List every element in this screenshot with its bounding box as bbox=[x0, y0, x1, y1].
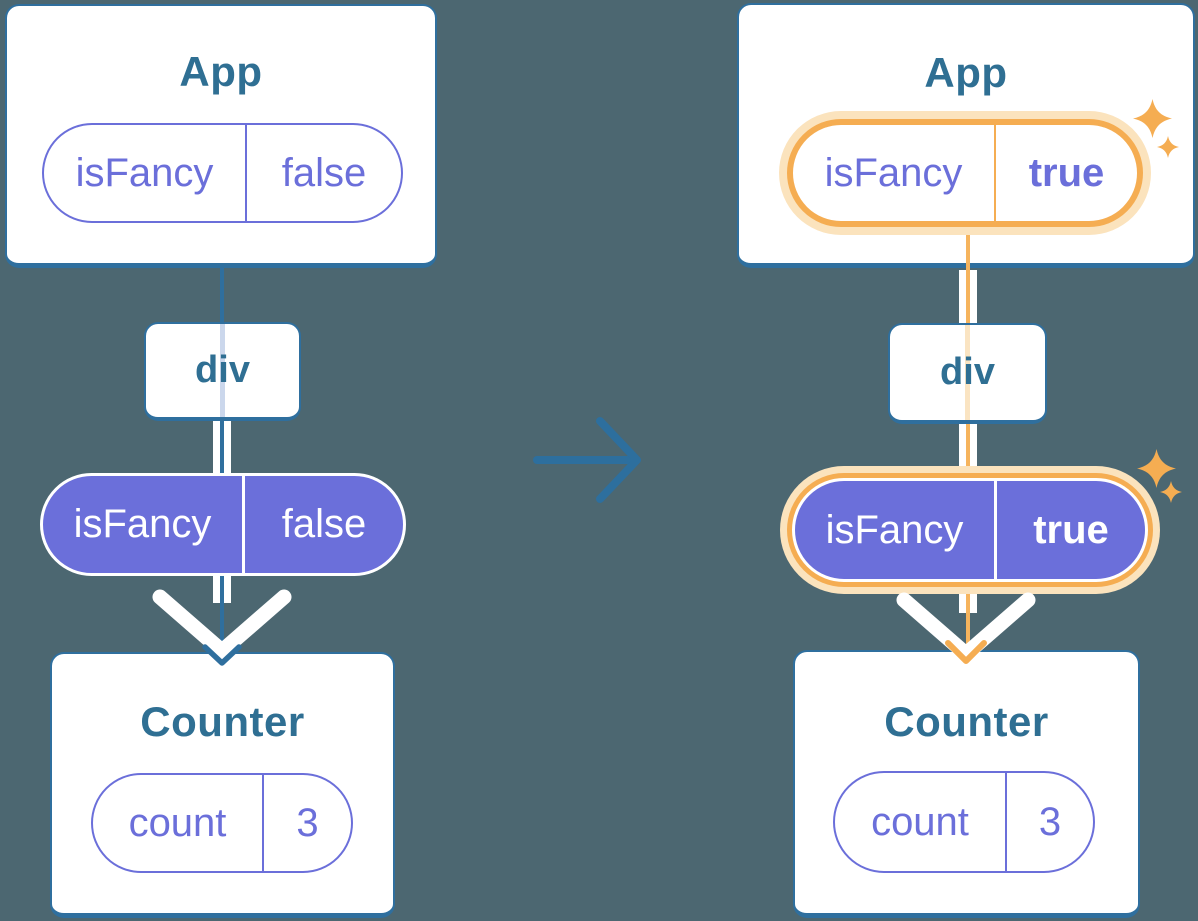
after-counter-state-pill: count 3 bbox=[833, 771, 1095, 873]
before-app-div-line bbox=[220, 266, 224, 323]
state-name: isFancy bbox=[793, 125, 996, 221]
before-app-state-pill: isFancy false bbox=[42, 123, 403, 223]
props-flow-line bbox=[970, 585, 977, 613]
before-div-box: div bbox=[144, 322, 301, 421]
before-prop-pill: isFancy false bbox=[40, 473, 406, 576]
after-app-title: App bbox=[924, 49, 1008, 96]
prop-name: isFancy bbox=[43, 476, 245, 573]
after-app-state-pill-highlighted: isFancy true bbox=[787, 119, 1143, 227]
after-counter-title: Counter bbox=[884, 698, 1049, 745]
prop-value: false bbox=[281, 502, 367, 546]
props-flow-line bbox=[959, 270, 966, 324]
props-flow-line bbox=[213, 420, 220, 476]
sparkle-icon bbox=[1160, 481, 1182, 503]
before-counter-title: Counter bbox=[140, 698, 305, 745]
before-counter-state-pill: count 3 bbox=[91, 773, 353, 873]
before-app-title: App bbox=[179, 48, 263, 95]
after-div-label: div bbox=[940, 351, 995, 393]
props-flow-line bbox=[970, 270, 977, 324]
props-flow-line bbox=[224, 575, 231, 603]
after-prop-pill-highlighted: isFancy true bbox=[792, 478, 1148, 582]
after-state-flow-line bbox=[966, 423, 970, 480]
props-flow-line bbox=[959, 585, 966, 613]
after-state-flow-line bbox=[966, 228, 970, 270]
props-flow-line bbox=[213, 575, 220, 603]
state-name: count bbox=[93, 775, 264, 871]
state-value: 3 bbox=[296, 800, 319, 845]
before-div-label: div bbox=[195, 349, 250, 391]
state-name: count bbox=[835, 773, 1007, 871]
state-value: false bbox=[281, 150, 367, 195]
state-value: 3 bbox=[1038, 799, 1062, 844]
props-flow-line bbox=[959, 423, 966, 480]
before-div-passthrough-line bbox=[220, 324, 225, 417]
after-div-box: div bbox=[888, 323, 1047, 424]
props-flow-line bbox=[220, 420, 224, 476]
prop-value-changed: true bbox=[1033, 507, 1109, 552]
after-div-passthrough-line bbox=[965, 325, 970, 420]
sparkle-icon bbox=[1137, 449, 1176, 488]
props-flow-line bbox=[970, 423, 977, 480]
props-flow-line bbox=[224, 420, 231, 476]
after-state-flow-line bbox=[966, 270, 970, 324]
prop-name: isFancy bbox=[795, 481, 997, 579]
state-name: isFancy bbox=[44, 125, 247, 221]
transition-arrow-icon bbox=[533, 417, 641, 503]
state-value-changed: true bbox=[1028, 150, 1105, 195]
